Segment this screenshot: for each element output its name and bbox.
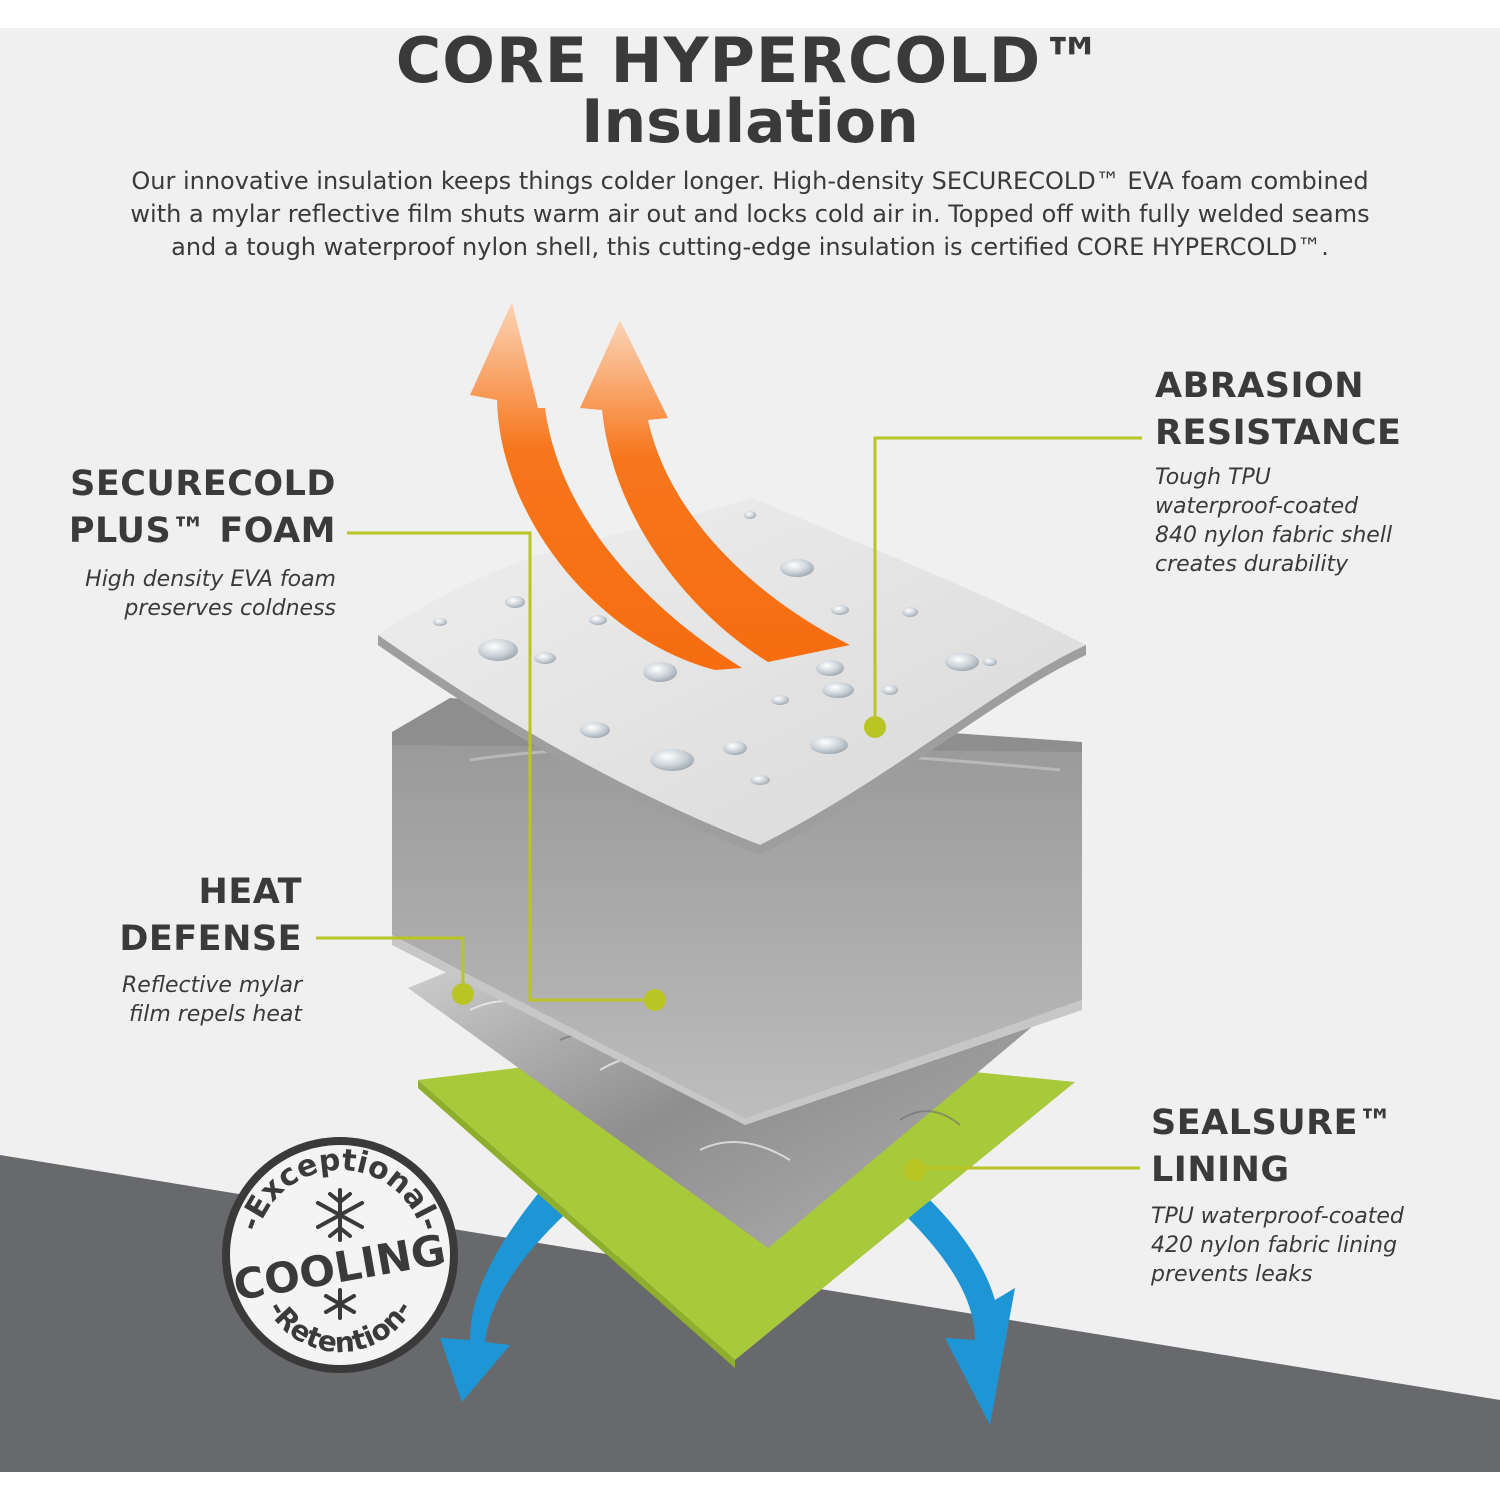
intro-line: and a tough waterproof nylon shell, this… bbox=[171, 233, 1329, 261]
callout-securecold: SECURECOLD PLUS™ FOAM High density EVA f… bbox=[20, 461, 336, 623]
callout-dot-securecold bbox=[644, 989, 666, 1011]
callout-heading: HEAT DEFENSE bbox=[20, 869, 302, 963]
callout-dot-heat bbox=[452, 983, 474, 1005]
description-line: Reflective mylar bbox=[121, 973, 302, 998]
cold-arrow-icon bbox=[905, 1200, 1015, 1425]
page-subtitle: Insulation bbox=[581, 87, 919, 157]
intro-line: Our innovative insulation keeps things c… bbox=[131, 167, 1369, 195]
callout-abrasion: ABRASION RESISTANCE Tough TPU waterproof… bbox=[1155, 363, 1485, 579]
callout-description: TPU waterproof-coated 420 nylon fabric l… bbox=[1151, 1202, 1491, 1289]
description-line: 840 nylon fabric shell bbox=[1155, 523, 1393, 548]
cold-arrow-icon bbox=[440, 1185, 575, 1402]
callout-heading: SECURECOLD PLUS™ FOAM bbox=[20, 461, 336, 555]
heading-line: LINING bbox=[1151, 1150, 1290, 1190]
leader-line-securecold bbox=[347, 531, 655, 1002]
callout-description: High density EVA foam preserves coldness bbox=[20, 565, 336, 623]
callout-description: Tough TPU waterproof-coated 840 nylon fa… bbox=[1155, 463, 1485, 579]
intro-paragraph: Our innovative insulation keeps things c… bbox=[20, 165, 1480, 264]
description-line: creates durability bbox=[1155, 552, 1349, 577]
description-line: High density EVA foam bbox=[85, 567, 336, 592]
heading-line: SEALSURE™ bbox=[1151, 1103, 1394, 1143]
description-line: waterproof-coated bbox=[1155, 494, 1359, 519]
callout-heading: SEALSURE™ LINING bbox=[1151, 1100, 1491, 1194]
heading-line: RESISTANCE bbox=[1155, 413, 1402, 453]
description-line: 420 nylon fabric lining bbox=[1151, 1233, 1398, 1258]
description-line: preserves coldness bbox=[124, 596, 336, 621]
description-line: Tough TPU bbox=[1155, 465, 1271, 490]
callout-heat-defense: HEAT DEFENSE Reflective mylar film repel… bbox=[20, 869, 302, 1029]
snowflake-icon bbox=[316, 1188, 364, 1320]
heading-line: PLUS™ FOAM bbox=[68, 511, 336, 551]
callout-description: Reflective mylar film repels heat bbox=[20, 971, 302, 1029]
callout-sealsure: SEALSURE™ LINING TPU waterproof-coated 4… bbox=[1151, 1100, 1491, 1289]
description-line: prevents leaks bbox=[1151, 1262, 1313, 1287]
description-line: TPU waterproof-coated bbox=[1151, 1204, 1404, 1229]
heading-line: ABRASION bbox=[1155, 366, 1365, 406]
cooling-retention-badge: -Exceptional- -Retention- COOLING bbox=[222, 1137, 458, 1373]
leader-line-heat bbox=[316, 936, 465, 992]
callout-heading: ABRASION RESISTANCE bbox=[1155, 363, 1485, 457]
callout-dot-abrasion bbox=[864, 716, 886, 738]
description-line: film repels heat bbox=[129, 1002, 302, 1027]
intro-line: with a mylar reflective film shuts warm … bbox=[130, 200, 1370, 228]
heat-arrow-icon bbox=[580, 320, 850, 662]
callout-dot-sealsure bbox=[904, 1159, 926, 1181]
heading-line: SECURECOLD bbox=[70, 464, 336, 504]
leader-line-abrasion bbox=[873, 436, 1142, 725]
page-title: CORE HYPERCOLD™ bbox=[395, 24, 1105, 97]
leader-lines bbox=[316, 436, 1142, 1170]
heat-arrow-icon bbox=[470, 302, 742, 670]
heading-line: HEAT bbox=[198, 872, 302, 912]
heading-line: DEFENSE bbox=[119, 919, 302, 959]
